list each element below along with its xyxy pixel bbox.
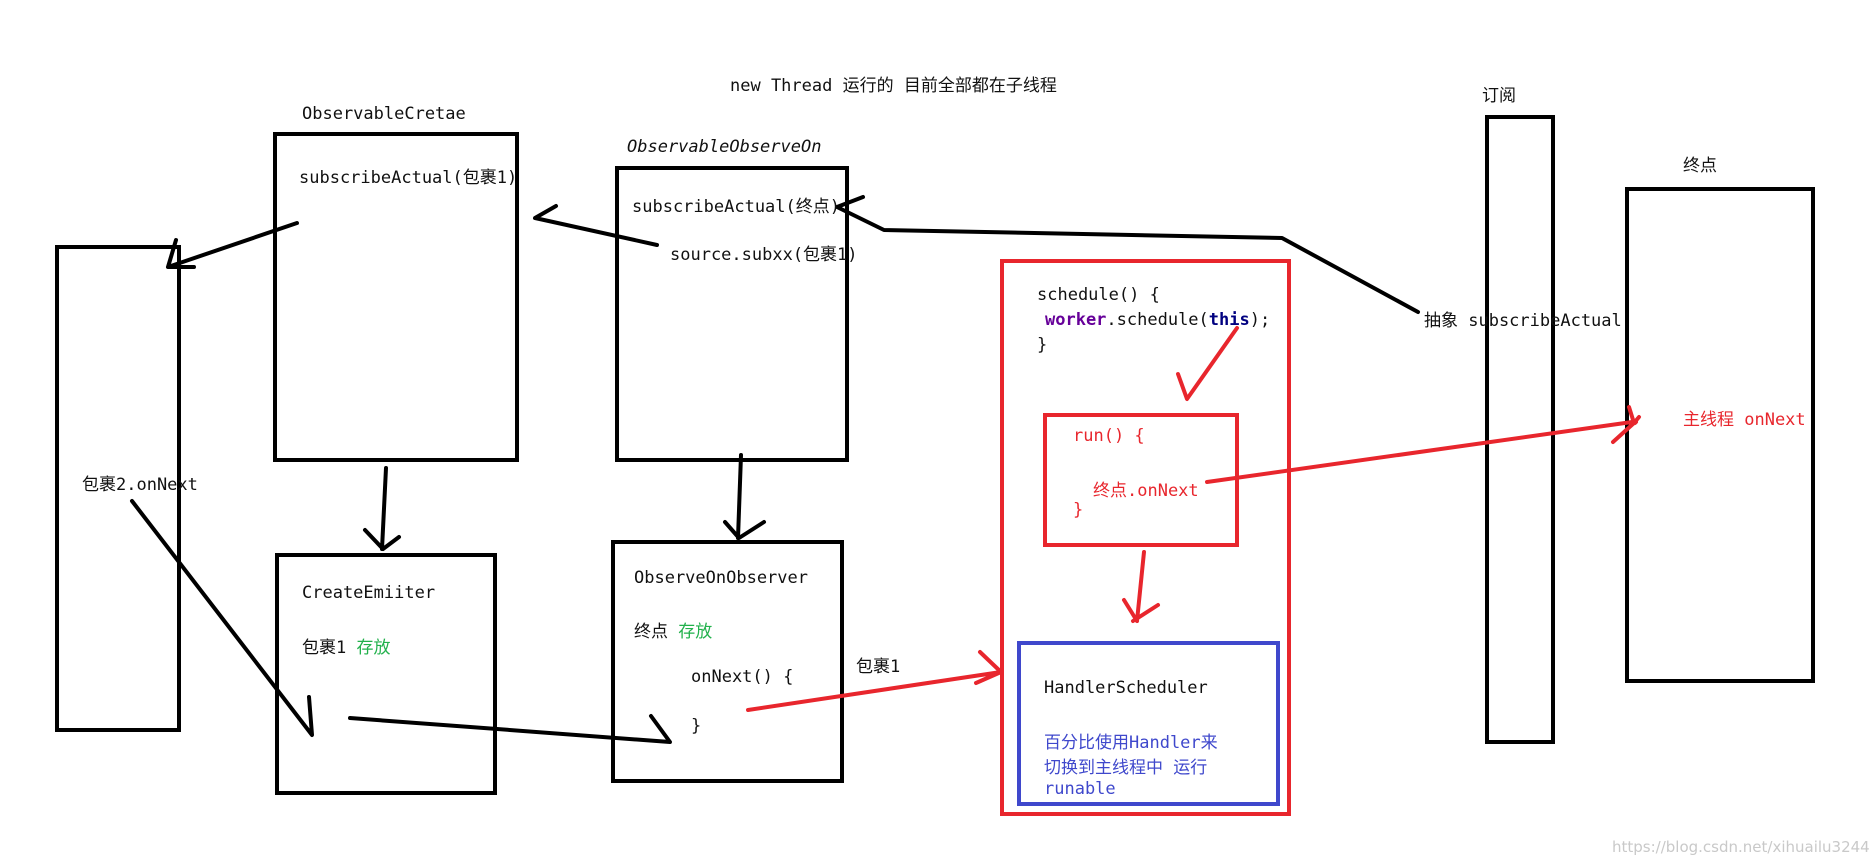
left-bar-box [55,245,181,732]
schedule-line2: worker.schedule(this); [1045,310,1270,330]
subscribe-bar-box [1485,115,1555,744]
observable-create-box [273,132,519,462]
arrow-subscribe-to-observeon [835,195,1420,314]
arrow-observeon-down [723,453,766,540]
arrow-create-down [363,466,401,551]
schedule-line2-end: ); [1249,310,1271,330]
handler-title: HandlerScheduler [1044,678,1208,698]
arrow-run-to-endpoint [1205,405,1641,484]
observable-observe-on-box [615,166,849,462]
run-box [1043,413,1239,547]
handler-box [1017,641,1280,806]
observe-on-observer-prefix: 终点 [634,622,679,642]
arrow-run-to-handler [1122,550,1160,623]
black-arrows [130,195,1420,744]
observe-on-observer-line3: } [691,716,702,736]
endpoint-box [1625,187,1815,683]
arrow-observer-to-handler [746,650,1003,712]
arrow-observeon-to-create [533,204,659,247]
arrow-create-to-left-bar [166,221,299,269]
left-bar-label: 包裹2.onNext [82,475,198,495]
red-arrows [746,326,1641,712]
endpoint-label: 主线程 onNext [1683,410,1806,430]
observe-on-observer-line1: 终点 存放 [634,617,712,642]
arrow-label-package1: 包裹1 [856,657,901,677]
run-line1: run() { [1073,426,1145,446]
run-line3: } [1073,500,1084,520]
observable-create-line1: subscribeActual(包裹1) [299,168,518,188]
schedule-worker-keyword: worker [1045,310,1107,330]
endpoint-title: 终点 [1683,156,1717,176]
observable-observe-on-line1: subscribeActual(终点) [632,197,840,217]
schedule-line3: } [1037,335,1048,355]
handler-desc2: 切换到主线程中 运行 [1044,758,1208,778]
create-emitter-box [275,553,497,795]
observable-create-title: ObservableCretae [302,104,466,124]
subscribe-title: 订阅 [1482,86,1516,106]
diagram-title: new Thread 运行的 目前全部都在子线程 [730,76,1057,96]
arrow-emitter-to-observer [348,714,672,744]
run-line2: 终点.onNext [1093,481,1199,501]
schedule-line1: schedule() { [1037,285,1160,305]
observable-observe-on-title: ObservableObserveOn [627,137,822,157]
observe-on-observer-box [611,540,844,783]
arrow-schedule-to-run [1176,326,1239,401]
schedule-this-keyword: this [1208,310,1250,330]
schedule-box [1000,259,1291,816]
watermark: https://blog.csdn.net/xihuailu3244 [1612,838,1870,856]
create-emitter-highlight: 存放 [356,638,391,658]
create-emitter-prefix: 包裹1 [302,638,357,658]
handler-desc3: runable [1044,779,1116,799]
arrow-left-to-emitter [130,499,314,737]
subscribe-label: 抽象 subscribeActual [1424,311,1622,331]
observe-on-observer-line2: onNext() { [691,667,794,687]
observe-on-observer-title: ObserveOnObserver [634,568,808,588]
schedule-line2-mid: .schedule( [1106,310,1209,330]
create-emitter-line1: 包裹1 存放 [302,633,390,658]
handler-desc1: 百分比使用Handler来 [1044,733,1218,753]
create-emitter-title: CreateEmiiter [302,583,436,603]
observable-observe-on-line2: source.subxx(包裹1) [670,245,858,265]
observe-on-observer-highlight: 存放 [678,622,713,642]
